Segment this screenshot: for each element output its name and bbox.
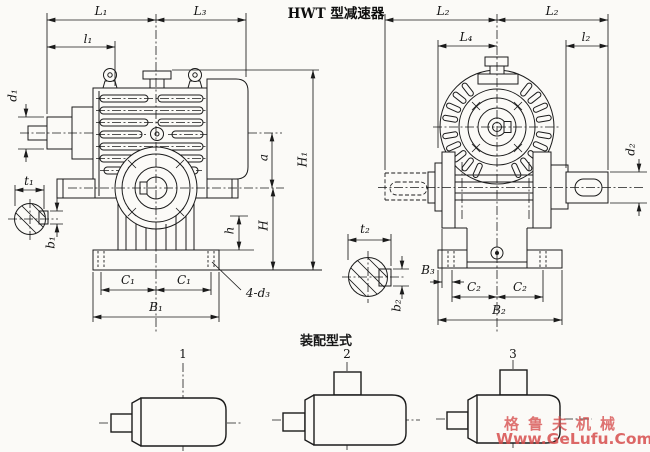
assembly-type-1-number: 1 (179, 347, 187, 361)
eyebolt-icon (102, 68, 203, 89)
dim-label-H: H (256, 220, 271, 231)
right-view (378, 14, 644, 334)
assembly-type-3-number: 3 (509, 347, 517, 361)
oil-filler-cap (142, 70, 172, 89)
page-title: HWT 型减速器 (287, 6, 385, 22)
dim-label-C2-right: C₂ (513, 280, 527, 294)
assembly-type-2 (272, 362, 420, 450)
dim-label-h: h (222, 226, 237, 235)
assembly-section-heading: 装配型式 (299, 334, 352, 349)
output-shaft-section-detail (342, 251, 404, 303)
assembly-type-3 (436, 360, 592, 448)
dim-label-t1: t₁ (24, 174, 34, 188)
dim-label-a: a (256, 153, 271, 162)
dim-label-C2-left: C₂ (467, 280, 481, 294)
dim-label-b2: b₂ (389, 299, 404, 312)
dim-label-B2: B₂ (492, 303, 506, 317)
dim-label-L2-right: L₂ (545, 4, 559, 18)
dim-label-t2: t₂ (360, 222, 370, 236)
dim-label-B1: B₁ (149, 300, 163, 314)
radial-fins (442, 82, 552, 178)
dim-label-4-d3: 4-d₃ (245, 286, 271, 300)
assembly-type-1 (99, 363, 241, 451)
dimension-annotations (14, 13, 647, 325)
dim-label-C1-left: C₁ (121, 273, 135, 287)
dim-label-L4: L₄ (459, 30, 473, 44)
assembly-type-2-number: 2 (343, 347, 351, 361)
dim-label-C1-right: C₁ (177, 273, 191, 287)
dim-label-L3: L₃ (193, 4, 207, 18)
dim-label-d2: d₂ (623, 143, 638, 156)
dim-label-L2-left: L₂ (436, 4, 450, 18)
dim-label-L1: L₁ (94, 4, 108, 18)
dim-label-l2: l₂ (581, 30, 591, 44)
vent-cap (477, 56, 519, 85)
hidden-input-shaft (384, 172, 428, 201)
dim-label-H1: H₁ (295, 151, 310, 168)
dim-label-B3: B₃ (421, 263, 435, 277)
dim-label-d1: d₁ (5, 89, 20, 102)
dim-label-b1: b₁ (43, 236, 58, 249)
dim-label-l1: l₁ (83, 32, 93, 46)
left-view (20, 14, 322, 334)
